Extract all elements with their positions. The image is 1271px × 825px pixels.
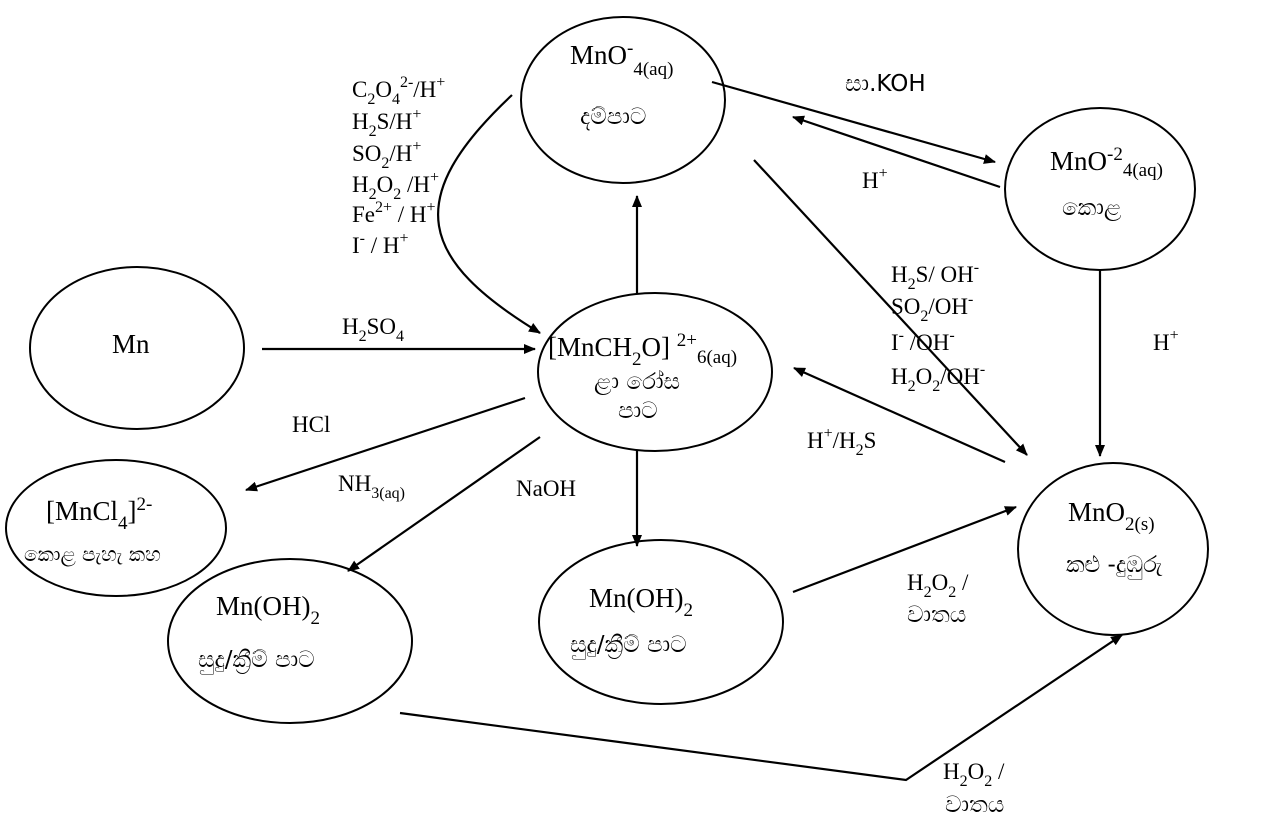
svg-text:[MnCl4]2-: [MnCl4]2- [46,494,152,534]
arrow-mnoh2-left-to-mno2 [399,634,1123,782]
svg-text:Fe2+ / H+: Fe2+ / H+ [352,199,436,227]
node-mnoh2-left-formula: Mn(OH) [216,591,311,621]
label-air-2: වාතය [945,792,1004,818]
svg-text:MnO-4(aq): MnO-4(aq) [570,38,673,80]
svg-text:H2S/ OH-: H2S/ OH- [891,259,979,293]
arrow-mno42-to-mno4 [792,115,1001,189]
label-reducing-agents-base: H2S/ OH- SO2/OH- I- /OH- H2O2/OH- [891,259,985,395]
svg-text:H+: H+ [862,165,888,193]
arrow-mnoh2-center-to-mno2 [792,505,1017,594]
node-mnoh2-left: Mn(OH)2 සුදු/ක්‍රීම් පාට [167,558,413,724]
node-permanganate: MnO-4(aq) දම්පාට [520,16,726,184]
svg-text:I- / H+: I- / H+ [352,230,409,258]
svg-text:H2S/H+: H2S/H+ [352,106,421,140]
node-manganate-formula: MnO [1050,146,1107,176]
arrow-mno2-to-mn2 [793,366,1006,464]
node-mncl4-color: කොළ පැහැ කහ [24,542,161,567]
svg-text:MnO-24(aq): MnO-24(aq) [1050,144,1163,181]
node-mnoh2-center: Mn(OH)2 සුදු/ක්‍රීම් පාට [538,539,784,705]
node-mnoh2-center-formula: Mn(OH) [589,583,684,613]
svg-text:Mn(OH)2: Mn(OH)2 [589,583,693,621]
node-permanganate-color: දම්පාට [580,104,646,130]
label-h2o2-air-1: H2O2 / [907,570,969,601]
node-mno2-color: කළු -දුඹුරු [1066,552,1163,579]
arrow-mn2-to-mnoh2-left [347,436,541,572]
arrow-mno4-to-mno42 [711,80,996,164]
node-mno2-formula: MnO [1068,497,1125,527]
label-h2o2-air-2: H2O2 / [943,759,1005,790]
node-mn-aqua-color-1: ළා රෝස [594,369,680,395]
node-manganate: MnO-24(aq) කොළ [1004,107,1196,271]
svg-text:H2O2/OH-: H2O2/OH- [891,361,985,395]
svg-text:Mn(OH)2: Mn(OH)2 [216,591,320,629]
node-mncl4: [MnCl4]2- කොළ පැහැ කහ [5,459,227,597]
arrow-mno4-to-mn2 [437,94,541,334]
label-reducing-agents-acid: C2O42-/H+ H2S/H+ SO2/H+ H2O2 /H+ Fe2+ / … [352,74,445,258]
svg-text:H2O2 /H+: H2O2 /H+ [352,169,439,203]
node-mnoh2-center-color: සුදු/ක්‍රීම් පාට [570,632,687,659]
svg-text:I- /OH-: I- /OH- [891,327,955,355]
svg-text:C2O42-/H+: C2O42-/H+ [352,74,445,108]
node-mnoh2-left-color: සුදු/ක්‍රීම් පාට [198,647,315,674]
svg-text:H+: H+ [1153,327,1179,355]
node-mncl4-formula: [MnCl [46,496,118,526]
label-nh3: NH3(aq) [338,471,405,502]
label-air-1: වාතය [907,602,966,628]
node-permanganate-formula: MnO [570,40,627,70]
node-mn-aqua-formula: [MnCH [548,332,632,362]
arrow-mno4-to-mno2 [753,159,1028,456]
label-hcl: HCl [292,412,330,437]
node-mn: Mn [29,266,245,430]
node-mn-aqua-color-2: පාට [618,398,658,424]
label-naoh: NaOH [516,476,576,501]
svg-text:[MnCH2O] 2+6(aq): [MnCH2O] 2+6(aq) [548,330,737,370]
svg-text:MnO2(s): MnO2(s) [1068,497,1155,535]
node-mno2: MnO2(s) කළු -දුඹුරු [1017,462,1209,636]
svg-text:SO2/H+: SO2/H+ [352,138,421,172]
label-h2so4: H2SO4 [342,314,404,345]
svg-text:SO2/OH-: SO2/OH- [891,291,973,325]
arrow-mn2-to-mncl4 [245,396,526,492]
label-h-h2s: H+/H2S [807,425,876,459]
node-mn-formula: Mn [112,329,150,359]
node-mn-aqua: [MnCH2O] 2+6(aq) ළා රෝස පාට [537,292,773,452]
node-manganate-color: කොළ [1062,195,1122,221]
label-conc-koh: සා.KOH [845,71,926,97]
